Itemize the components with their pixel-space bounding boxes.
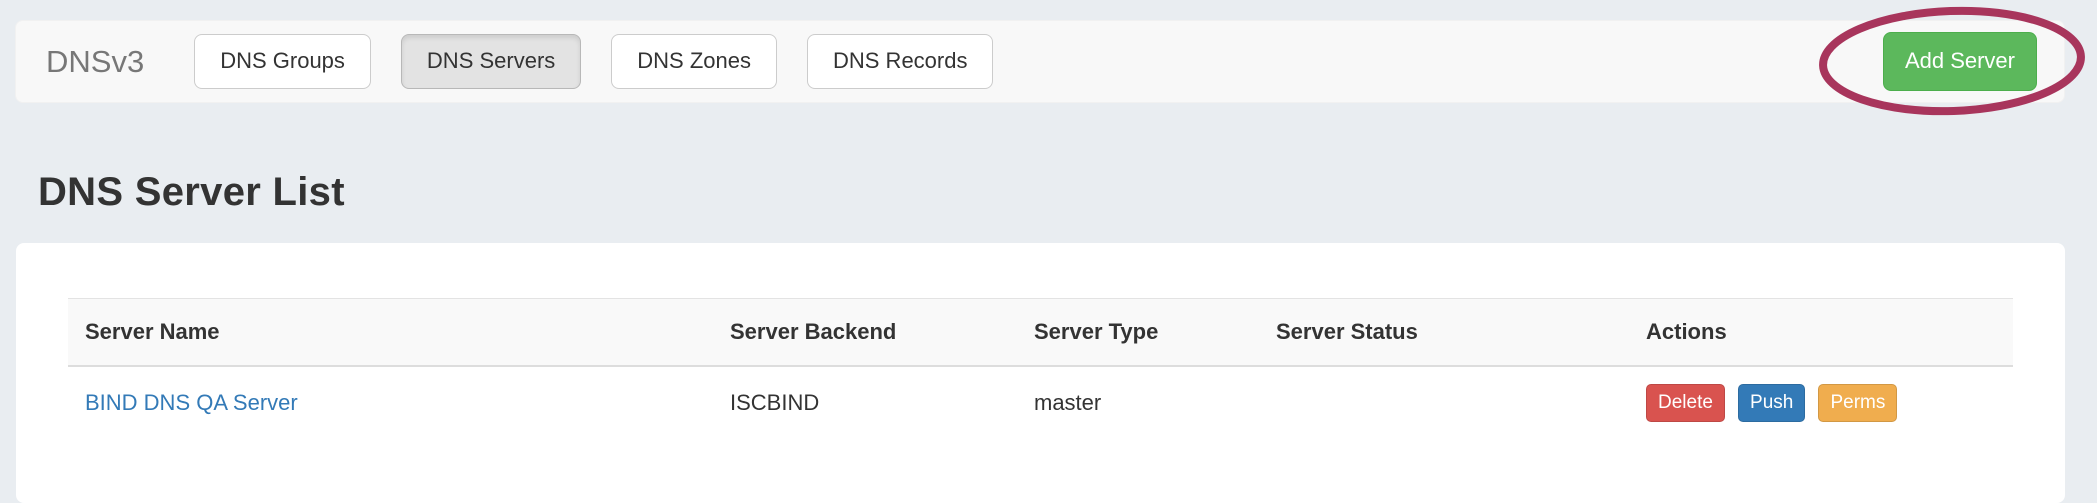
server-type-cell: master bbox=[1034, 389, 1102, 415]
table-header: Server Name Server Backend Server Type S… bbox=[68, 298, 2013, 367]
app-brand: DNSv3 bbox=[46, 43, 145, 79]
actions-cell: Delete Push Perms bbox=[1629, 366, 2013, 439]
page-title: DNS Server List bbox=[38, 170, 345, 214]
server-name-link[interactable]: BIND DNS QA Server bbox=[85, 389, 298, 415]
server-backend-cell: ISCBIND bbox=[730, 389, 820, 415]
push-button[interactable]: Push bbox=[1738, 384, 1806, 422]
server-name-cell: BIND DNS QA Server bbox=[68, 366, 713, 439]
perms-button[interactable]: Perms bbox=[1818, 384, 1898, 422]
server-table: Server Name Server Backend Server Type S… bbox=[68, 298, 2013, 439]
add-server-button[interactable]: Add Server bbox=[1882, 32, 2037, 91]
server-list-card: Server Name Server Backend Server Type S… bbox=[16, 243, 2065, 503]
tab-dns-servers[interactable]: DNS Servers bbox=[400, 34, 582, 89]
page: { "navbar": { "brand": "DNSv3", "tabs": … bbox=[15, 6, 2085, 503]
table-row: BIND DNS QA Server ISCBIND master Delete… bbox=[68, 366, 2013, 439]
tab-dns-zones[interactable]: DNS Zones bbox=[611, 34, 777, 89]
tab-dns-records[interactable]: DNS Records bbox=[807, 34, 994, 89]
col-server-type: Server Type bbox=[1017, 298, 1259, 367]
tab-dns-groups[interactable]: DNS Groups bbox=[194, 34, 371, 89]
nav-tabs: DNS Groups DNS Servers DNS Zones DNS Rec… bbox=[194, 34, 994, 89]
delete-button[interactable]: Delete bbox=[1646, 384, 1725, 422]
top-navbar: DNSv3 DNS Groups DNS Servers DNS Zones D… bbox=[15, 20, 2065, 103]
col-server-backend: Server Backend bbox=[713, 298, 1017, 367]
col-actions: Actions bbox=[1629, 298, 2013, 367]
col-server-name: Server Name bbox=[68, 298, 713, 367]
server-status-cell bbox=[1259, 366, 1629, 439]
col-server-status: Server Status bbox=[1259, 298, 1629, 367]
